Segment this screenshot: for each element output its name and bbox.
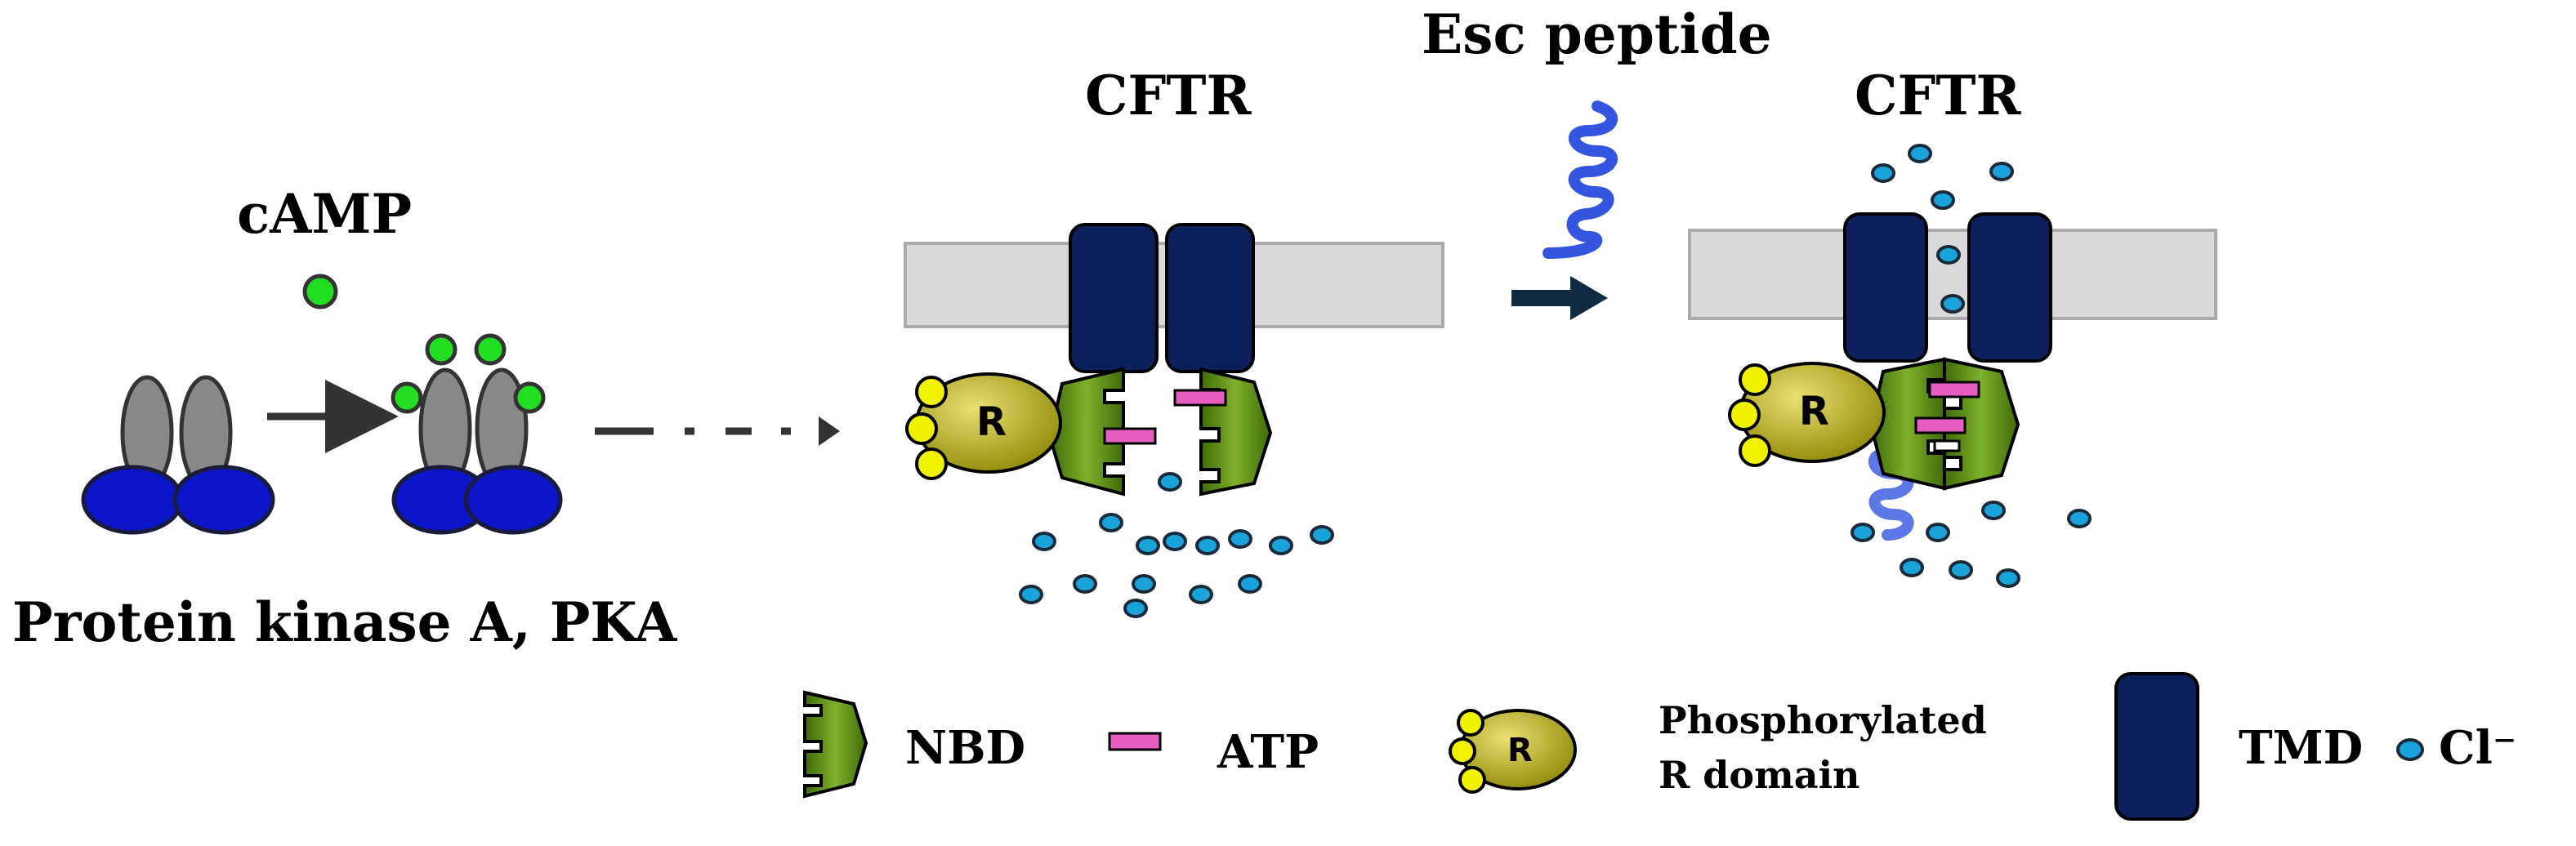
r-domain-letter: R	[976, 399, 1007, 445]
r-domain-letter: R	[1507, 732, 1533, 769]
dashed-arrow	[595, 416, 840, 446]
r-domain: R	[905, 372, 1062, 480]
atp-molecule	[1173, 389, 1227, 407]
r-domain-legend-icon: R	[1449, 709, 1577, 794]
atp-molecule	[1928, 381, 1980, 399]
phosphate-group	[1458, 766, 1486, 794]
tmd-legend-icon	[2114, 672, 2199, 821]
atp-molecule	[1933, 439, 1961, 452]
tmd-domain	[1843, 212, 1928, 363]
phosphate-group	[915, 447, 948, 480]
pka-catalytic-subunit	[81, 465, 184, 535]
pka-label: Protein kinase A, PKA	[12, 590, 677, 654]
camp-molecule	[474, 333, 507, 366]
nbd-domain	[1047, 367, 1125, 496]
legend-atp-label: ATP	[1217, 725, 1319, 779]
camp-molecule	[302, 274, 338, 309]
pka-inactive	[81, 375, 275, 535]
legend-nbd-label: NBD	[905, 721, 1025, 775]
nbd-domain	[1199, 367, 1273, 496]
pka-active	[391, 333, 563, 535]
phosphate-group	[1457, 709, 1484, 737]
legend-r-domain-line2: R domain	[1659, 753, 1860, 797]
nbd-legend-icon	[803, 690, 868, 799]
phosphate-group	[905, 412, 938, 445]
chloride-legend-icon	[2396, 738, 2424, 761]
chloride-ions-left	[1019, 472, 1334, 618]
camp-molecule	[425, 333, 458, 366]
phosphate-group	[915, 376, 948, 408]
r-domain-letter: R	[1799, 389, 1829, 434]
tmd-domain	[1069, 223, 1159, 373]
legend-cl-label: Cl⁻	[2439, 721, 2516, 775]
atp-molecule	[1914, 416, 1967, 434]
esc-arrow	[1511, 276, 1608, 320]
esc-peptide-label: Esc peptide	[1422, 2, 1772, 66]
r-domain: R	[1728, 362, 1886, 467]
esc-peptide-helix	[1542, 100, 1618, 259]
pka-catalytic-subunit	[463, 465, 563, 535]
camp-molecule	[513, 381, 546, 414]
tmd-domain	[1165, 223, 1255, 373]
camp-label: cAMP	[237, 182, 412, 246]
chloride-ions-right	[1851, 144, 2092, 588]
phosphate-group	[1739, 434, 1771, 467]
legend-r-domain-line1: Phosphorylated	[1659, 698, 1987, 742]
pka-catalytic-subunit	[172, 465, 275, 535]
cftr-right-label: CFTR	[1855, 64, 2022, 127]
atp-legend-icon	[1108, 732, 1162, 751]
legend: NBD ATP R Phosphorylated R domain TMD Cl…	[803, 672, 2516, 821]
camp-molecule	[391, 381, 423, 414]
cftr-left-label: CFTR	[1085, 64, 1252, 127]
phosphate-group	[1739, 363, 1771, 396]
atp-molecule	[1103, 427, 1157, 445]
tmd-domain	[1967, 212, 2052, 363]
phosphate-group	[1728, 399, 1761, 431]
phosphate-group	[1449, 737, 1476, 765]
legend-tmd-label: TMD	[2239, 721, 2363, 775]
